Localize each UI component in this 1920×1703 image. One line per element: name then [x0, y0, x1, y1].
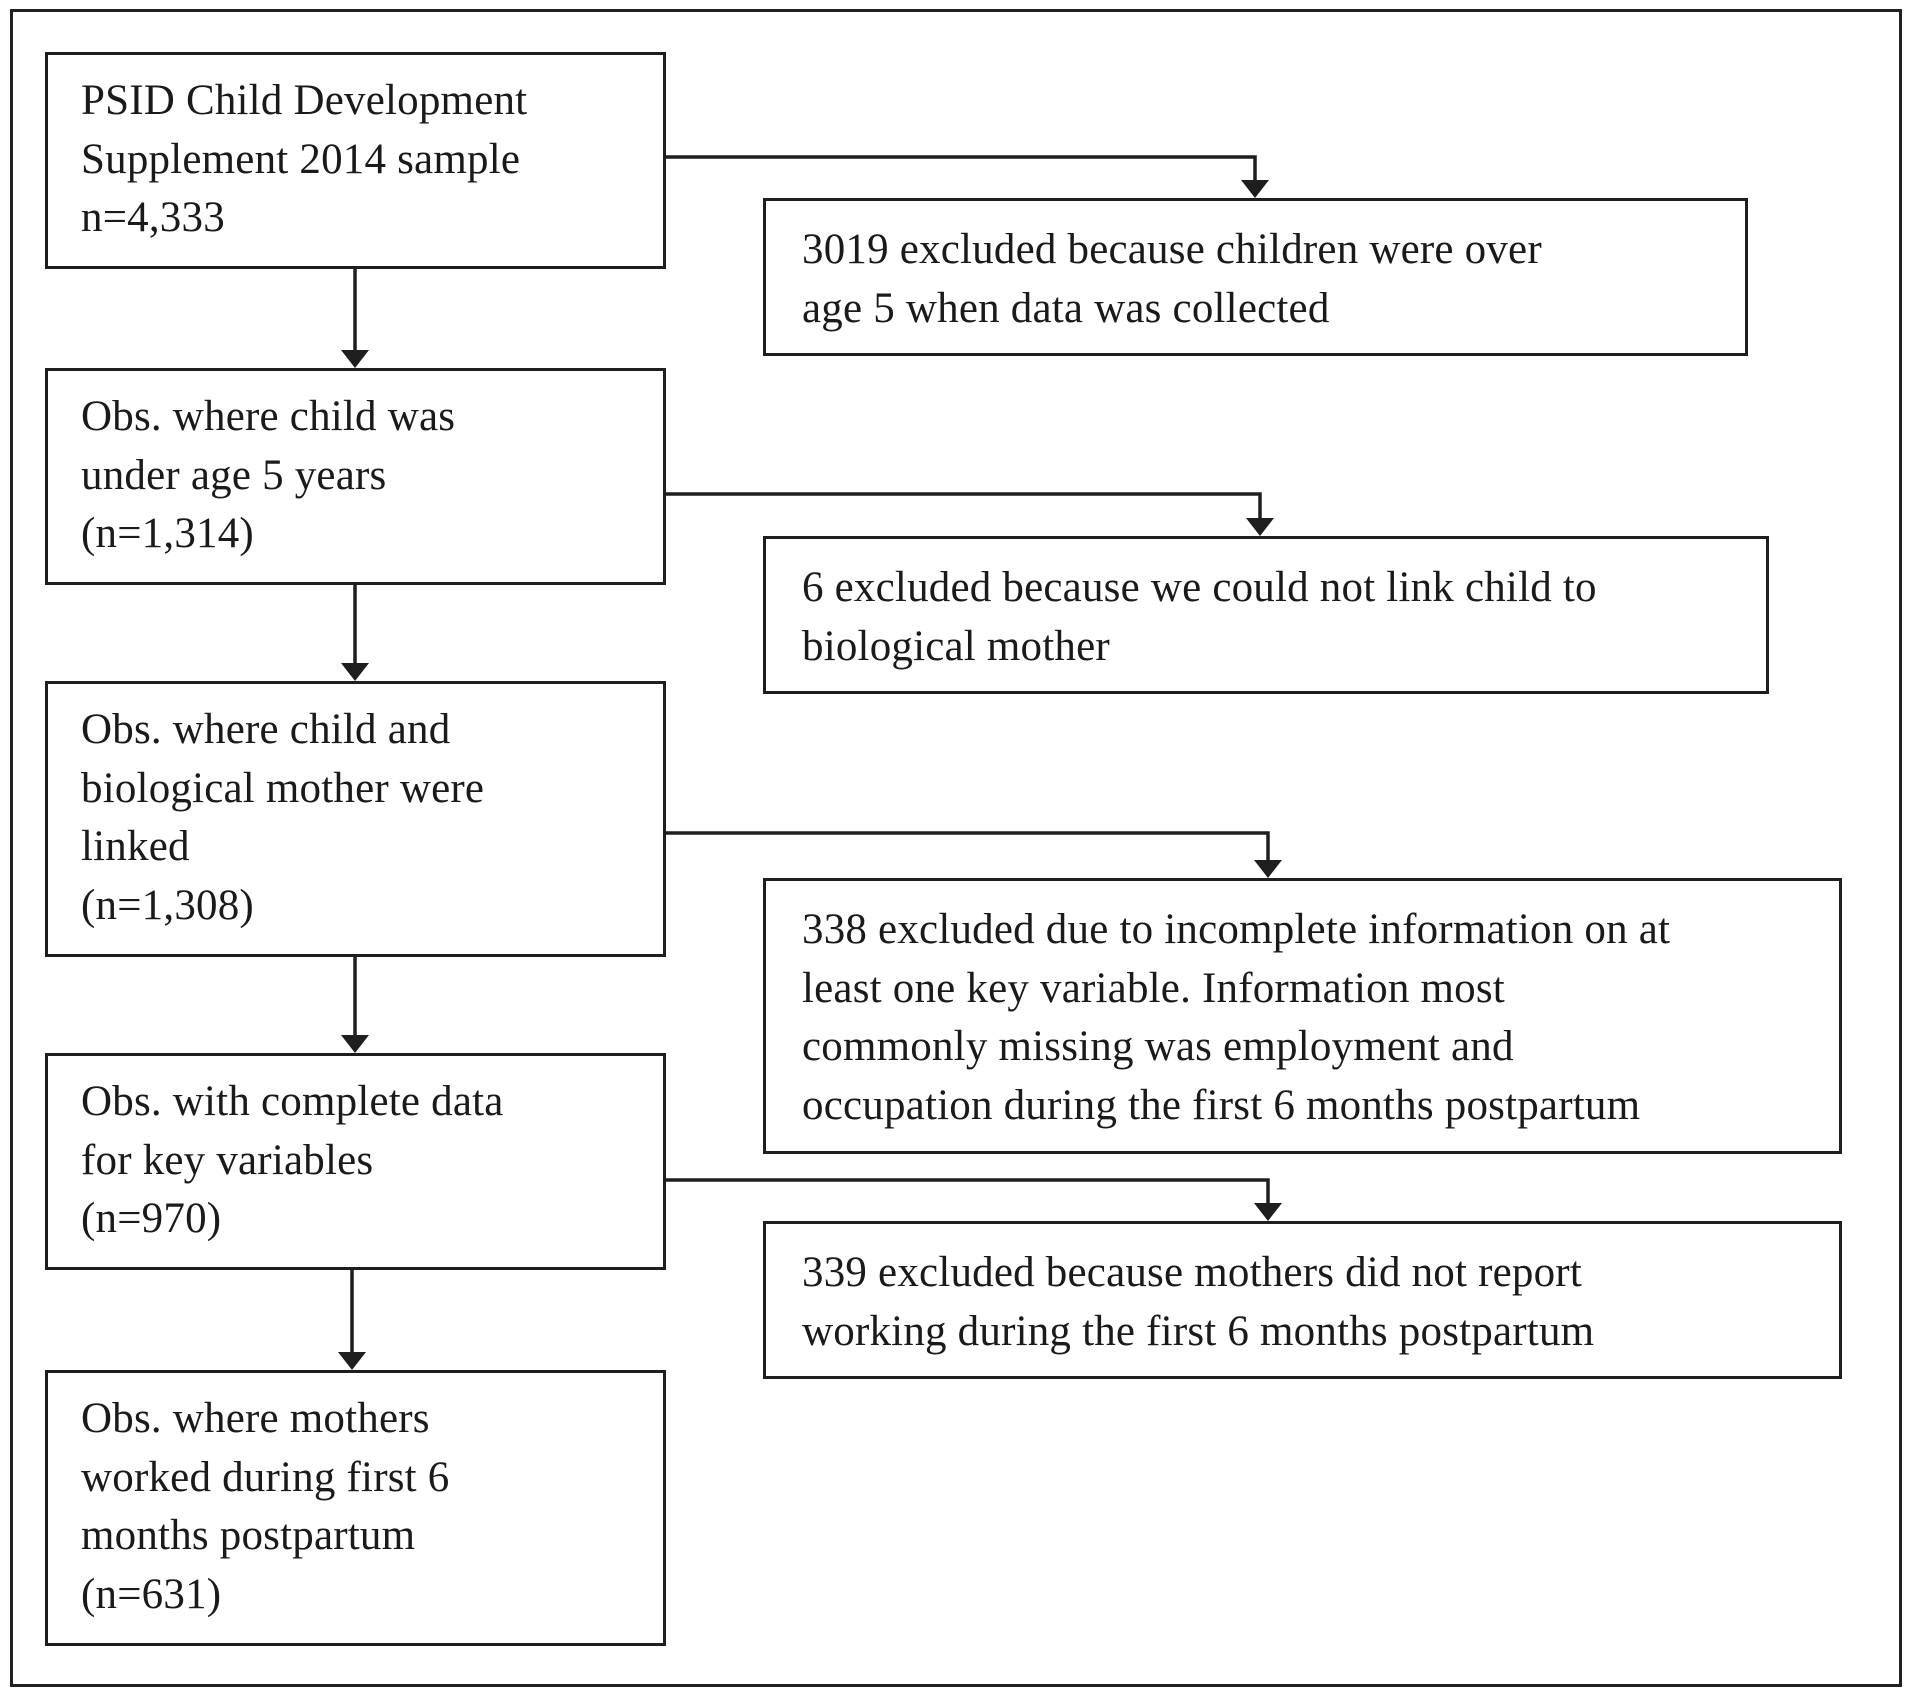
step-mothers-worked-line-2: worked during first 6 — [81, 1453, 450, 1501]
step-mother-linked-line-1: Obs. where child and — [81, 706, 451, 753]
step-mother-linked-line-2: biological mother were — [81, 764, 485, 812]
figure-frame — [10, 9, 1902, 1687]
exclusion-incomplete-line-3: commonly missing was employment and — [802, 1023, 1514, 1070]
exclusion-incomplete-line-4: occupation during the first 6 months pos… — [802, 1081, 1641, 1129]
step-under-age-5-line-1: Obs. where child was — [81, 393, 456, 440]
step-mother-linked: Obs. where child and biological mother w… — [45, 681, 666, 957]
exclusion-over-age-5-line-2: age 5 when data was collected — [802, 284, 1330, 332]
exclusion-over-age-5-line-1: 3019 excluded because children were over — [802, 226, 1542, 273]
step-mothers-worked-line-4: (n=631) — [81, 1570, 222, 1618]
step-complete-data: Obs. with complete data for key variable… — [45, 1053, 666, 1270]
step-psid-sample-line-1: PSID Child Development — [81, 77, 528, 124]
step-complete-data-line-2: for key variables — [81, 1136, 374, 1184]
step-mothers-worked: Obs. where mothers worked during first 6… — [45, 1370, 666, 1646]
step-mother-linked-line-3: linked — [81, 823, 190, 870]
exclusion-incomplete-line-1: 338 excluded due to incomplete informati… — [802, 906, 1671, 953]
step-psid-sample-line-3: n=4,333 — [81, 194, 225, 241]
step-mother-linked-line-4: (n=1,308) — [81, 881, 254, 929]
exclusion-no-link: 6 excluded because we could not link chi… — [763, 536, 1769, 694]
exclusion-incomplete: 338 excluded due to incomplete informati… — [763, 878, 1842, 1154]
exclusion-over-age-5: 3019 excluded because children were over… — [763, 198, 1748, 356]
exclusion-no-link-line-2: biological mother — [802, 622, 1110, 670]
step-under-age-5: Obs. where child was under age 5 years (… — [45, 368, 666, 585]
step-under-age-5-line-3: (n=1,314) — [81, 510, 254, 557]
step-mothers-worked-line-1: Obs. where mothers — [81, 1395, 430, 1442]
exclusion-not-working-line-2: working during the first 6 months postpa… — [802, 1307, 1595, 1355]
step-psid-sample-line-2: Supplement 2014 sample — [81, 135, 521, 183]
exclusion-incomplete-line-2: least one key variable. Information most — [802, 964, 1505, 1012]
step-under-age-5-line-2: under age 5 years — [81, 451, 387, 499]
step-complete-data-line-1: Obs. with complete data — [81, 1078, 504, 1125]
exclusion-no-link-line-1: 6 excluded because we could not link chi… — [802, 564, 1597, 611]
step-complete-data-line-3: (n=970) — [81, 1195, 222, 1242]
step-psid-sample: PSID Child Development Supplement 2014 s… — [45, 52, 666, 269]
step-mothers-worked-line-3: months postpartum — [81, 1512, 416, 1559]
exclusion-not-working-line-1: 339 excluded because mothers did not rep… — [802, 1249, 1582, 1296]
exclusion-not-working: 339 excluded because mothers did not rep… — [763, 1221, 1842, 1379]
